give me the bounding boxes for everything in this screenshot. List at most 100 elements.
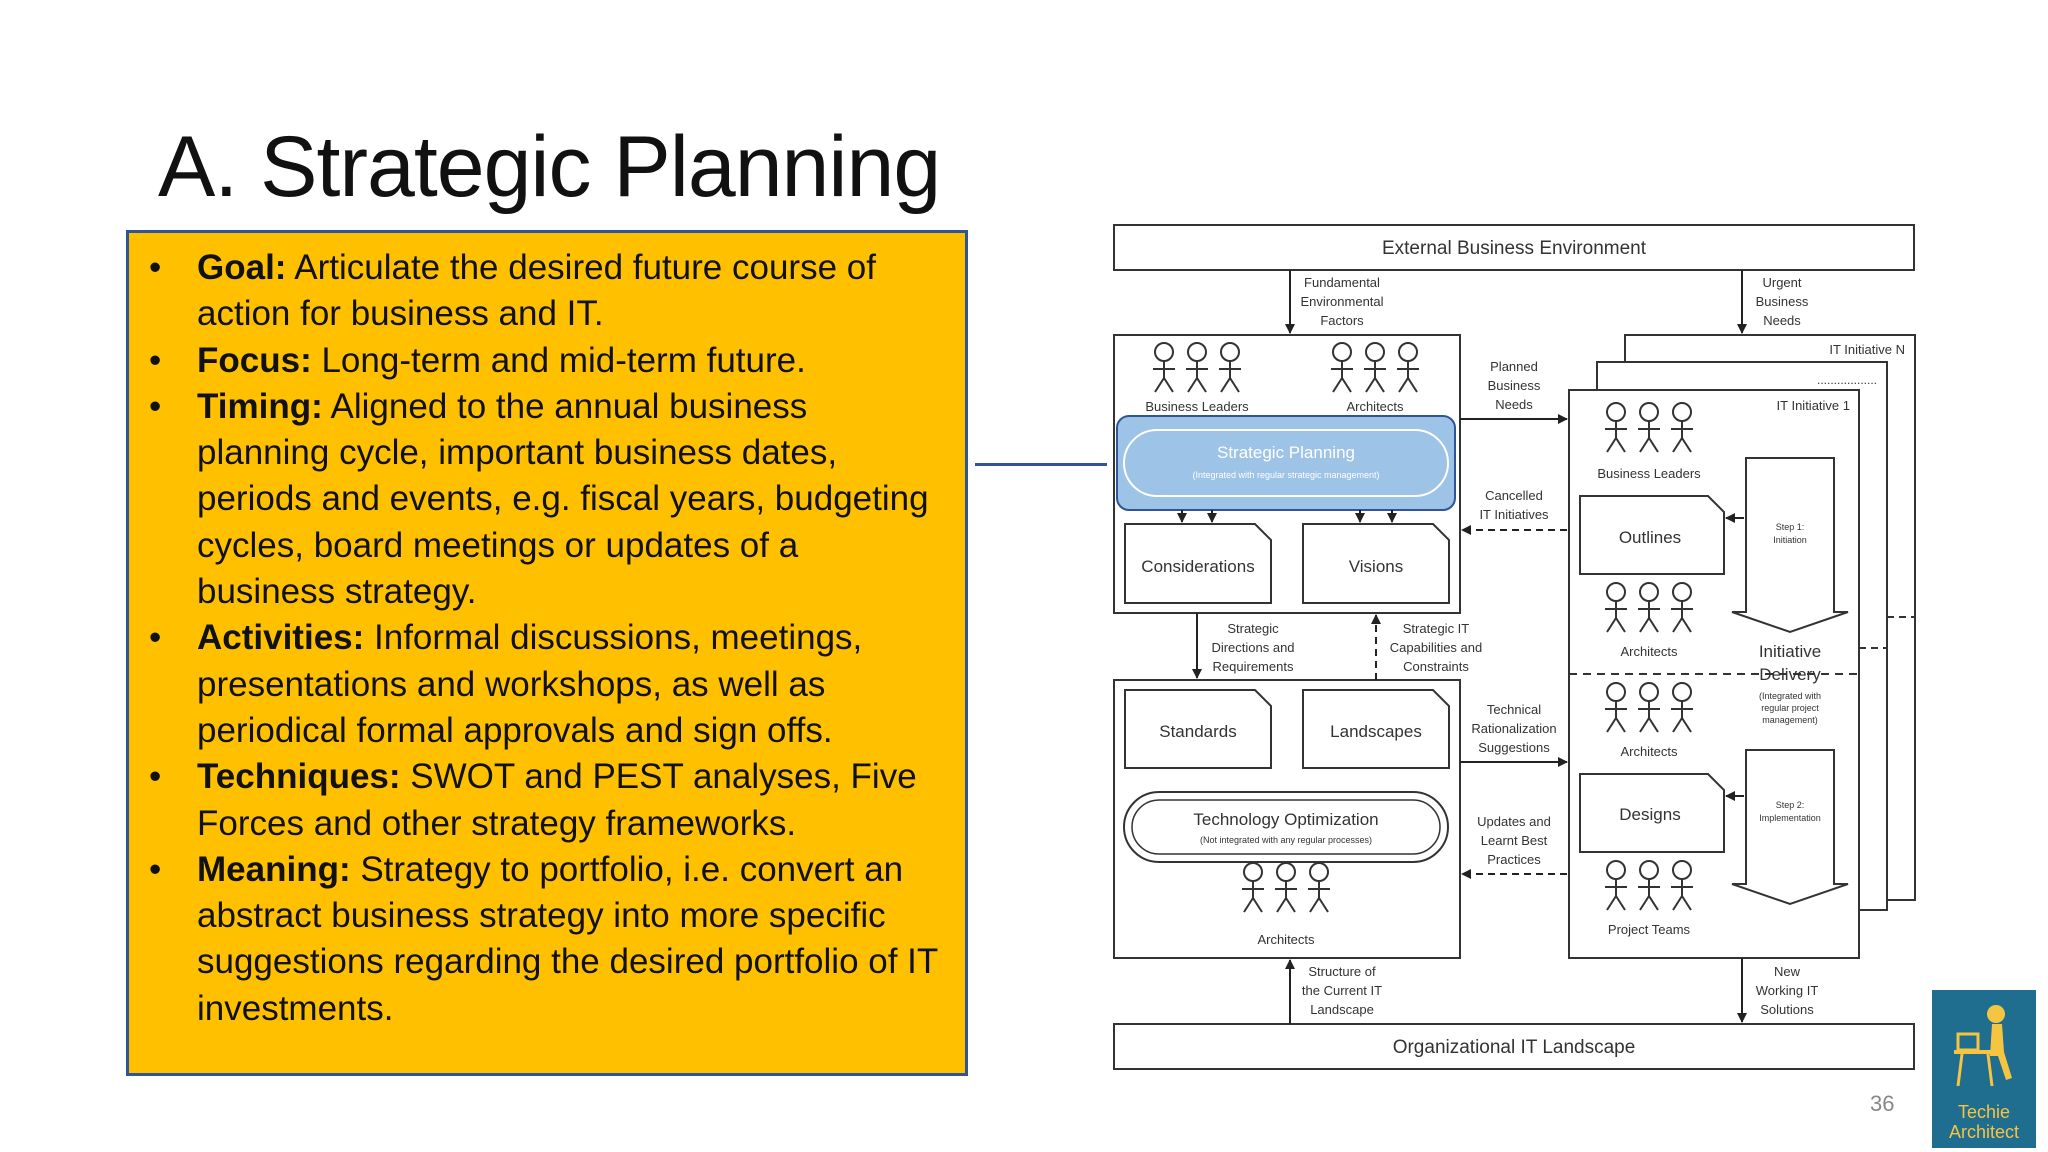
bullet-item: •Goal: Articulate the desired future cou… bbox=[145, 245, 945, 338]
urgent-2: Business bbox=[1756, 294, 1809, 309]
slide-title: A. Strategic Planning bbox=[158, 119, 941, 215]
planned-2: Business bbox=[1488, 378, 1541, 393]
strategic-it-3: Constraints bbox=[1403, 659, 1469, 674]
standards-doc bbox=[1124, 689, 1272, 769]
strategic-it-2: Capabilities and bbox=[1390, 640, 1483, 655]
external-env-label: External Business Environment bbox=[1382, 238, 1647, 259]
bullet-term: Activities: bbox=[197, 618, 365, 658]
bullet-item: • Focus: Long-term and mid-term future. bbox=[145, 338, 945, 384]
bullet-item: • Activities: Informal discussions, meeti… bbox=[145, 615, 945, 754]
strategic-planning-label: Strategic Planning bbox=[1217, 443, 1355, 462]
outlines-doc bbox=[1579, 495, 1725, 575]
strategic-planning-diagram: External Business Environment Organizati… bbox=[1113, 224, 1916, 1070]
logo-text-line1: Techie bbox=[1957, 1102, 2011, 1122]
business-leaders-label-2: Business Leaders bbox=[1597, 466, 1701, 481]
strategic-planning-sub: (Integrated with regular strategic manag… bbox=[1192, 470, 1379, 480]
urgent-1: Urgent bbox=[1762, 275, 1801, 290]
initiative-delivery-sub-1: (Integrated with bbox=[1759, 691, 1821, 701]
updates-1: Updates and bbox=[1477, 814, 1551, 829]
bullet-term: Meaning: bbox=[197, 849, 351, 889]
tech-opt-sub: (Not integrated with any regular process… bbox=[1200, 835, 1372, 845]
bullet-dot: • bbox=[149, 340, 162, 380]
landscapes-label: Landscapes bbox=[1330, 722, 1422, 741]
bullet-text: Strategy to portfolio, i.e. convert an a… bbox=[197, 849, 938, 1028]
directions-1: Strategic bbox=[1227, 621, 1279, 636]
initiative-delivery-2: Delivery bbox=[1759, 665, 1821, 684]
initiative-dots: .................. bbox=[1817, 373, 1877, 387]
outlines-label: Outlines bbox=[1619, 528, 1681, 547]
fundamental-1: Fundamental bbox=[1304, 275, 1380, 290]
project-teams-label: Project Teams bbox=[1608, 922, 1691, 937]
bullet-text: Informal discussions, meetings, presenta… bbox=[197, 618, 863, 750]
external-env-box bbox=[1113, 224, 1915, 271]
org-landscape-label: Organizational IT Landscape bbox=[1393, 1037, 1636, 1058]
standards-label: Standards bbox=[1159, 722, 1237, 741]
new-solutions-2: Working IT bbox=[1756, 983, 1819, 998]
initiative-delivery-arrow-2 bbox=[1731, 749, 1849, 906]
landscapes-doc bbox=[1302, 689, 1450, 769]
bullet-term: Focus: bbox=[197, 340, 312, 380]
directions-3: Requirements bbox=[1213, 659, 1294, 674]
step2-line1: Step 2: bbox=[1776, 800, 1805, 810]
it-initiative-1-label: IT Initiative 1 bbox=[1777, 398, 1850, 413]
cancelled-2: IT Initiatives bbox=[1479, 507, 1549, 522]
bullet-text: SWOT and PEST analyses, Five Forces and … bbox=[197, 757, 917, 843]
connector-line bbox=[975, 463, 1107, 466]
fundamental-3: Factors bbox=[1320, 313, 1364, 328]
architects-label-2: Architects bbox=[1257, 932, 1315, 947]
page-number: 36 bbox=[1870, 1091, 1895, 1116]
tech-opt-inner bbox=[1131, 799, 1441, 855]
bullet-list: •Goal: Articulate the desired future cou… bbox=[129, 233, 965, 1032]
tech-opt-label: Technology Optimization bbox=[1193, 810, 1378, 829]
goal-box: •Goal: Articulate the desired future cou… bbox=[126, 230, 968, 1076]
techie-architect-logo: Techie Architect bbox=[1932, 990, 2036, 1148]
tech-rational-1: Technical bbox=[1487, 702, 1541, 717]
tech-rational-2: Rationalization bbox=[1471, 721, 1556, 736]
bullet-text: Articulate the desired future course of … bbox=[197, 248, 876, 334]
strategic-it-1: Strategic IT bbox=[1403, 621, 1470, 636]
planned-3: Needs bbox=[1495, 397, 1533, 412]
new-solutions-1: New bbox=[1774, 964, 1801, 979]
considerations-doc bbox=[1124, 523, 1272, 604]
structure-1: Structure of bbox=[1308, 964, 1376, 979]
fundamental-2: Environmental bbox=[1300, 294, 1383, 309]
urgent-3: Needs bbox=[1763, 313, 1801, 328]
step1-line2: Initiation bbox=[1773, 535, 1807, 545]
bullet-item: •Meaning: Strategy to portfolio, i.e. co… bbox=[145, 847, 945, 1032]
structure-2: the Current IT bbox=[1302, 983, 1382, 998]
tech-rational-3: Suggestions bbox=[1478, 740, 1550, 755]
architects-label-1: Architects bbox=[1346, 399, 1404, 414]
planned-1: Planned bbox=[1490, 359, 1538, 374]
logo-text-line2: Architect bbox=[1948, 1122, 2020, 1142]
bullet-term: Timing: bbox=[197, 386, 323, 426]
architects-label-4: Architects bbox=[1620, 744, 1678, 759]
step1-line1: Step 1: bbox=[1776, 522, 1805, 532]
designs-label: Designs bbox=[1619, 805, 1680, 824]
directions-2: Directions and bbox=[1211, 640, 1294, 655]
bullet-term: Techniques: bbox=[197, 757, 401, 797]
initiative-delivery-sub-3: management) bbox=[1762, 715, 1818, 725]
initiative-delivery-1: Initiative bbox=[1759, 642, 1821, 661]
strategic-planning-loop bbox=[1123, 429, 1449, 497]
considerations-label: Considerations bbox=[1141, 557, 1254, 576]
cancelled-1: Cancelled bbox=[1485, 488, 1543, 503]
bullet-dot: • bbox=[149, 618, 162, 658]
step2-line2: Implementation bbox=[1759, 813, 1821, 823]
updates-3: Practices bbox=[1487, 852, 1541, 867]
visions-doc bbox=[1302, 523, 1450, 604]
bullet-dot: • bbox=[149, 248, 162, 287]
initiative-delivery-sub-2: regular project bbox=[1761, 703, 1819, 713]
it-initiative-n-label: IT Initiative N bbox=[1829, 342, 1905, 357]
visions-label: Visions bbox=[1349, 557, 1404, 576]
business-leaders-label-1: Business Leaders bbox=[1145, 399, 1249, 414]
bullet-text: Long-term and mid-term future. bbox=[311, 340, 806, 380]
new-solutions-3: Solutions bbox=[1760, 1002, 1814, 1017]
bullet-item: •Techniques: SWOT and PEST analyses, Fiv… bbox=[145, 754, 945, 847]
updates-2: Learnt Best bbox=[1481, 833, 1548, 848]
architects-label-3: Architects bbox=[1620, 644, 1678, 659]
org-landscape-box bbox=[1113, 1023, 1915, 1070]
bullet-item: • Timing: Aligned to the annual business … bbox=[145, 384, 945, 615]
bullet-dot: • bbox=[149, 386, 162, 426]
designs-doc bbox=[1579, 773, 1725, 853]
bullet-text: Aligned to the annual business planning … bbox=[197, 386, 929, 612]
